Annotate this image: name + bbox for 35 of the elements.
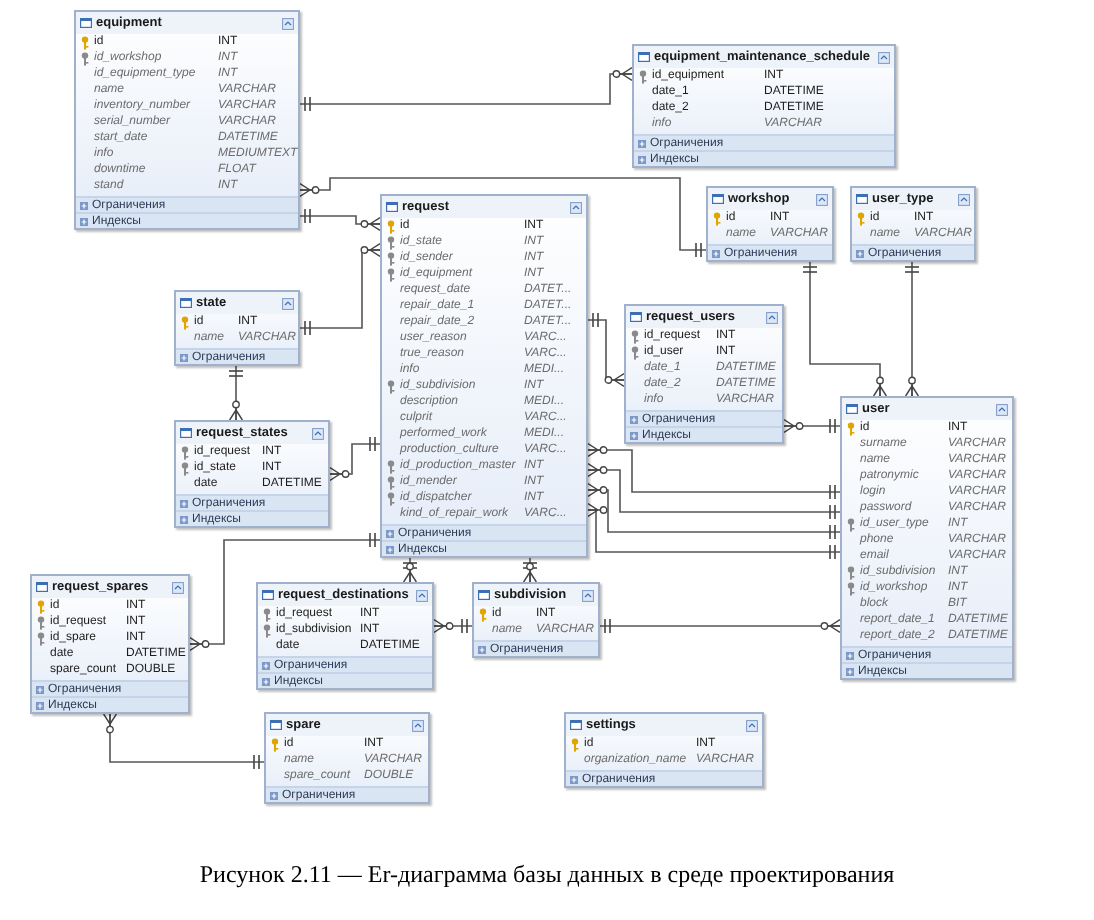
table-card: [256, 582, 434, 690]
relationship-line: [228, 365, 244, 421]
relationship-line: [587, 462, 841, 519]
relationship-line: [587, 482, 841, 539]
relationship-line: [299, 242, 381, 335]
table-card: [30, 574, 190, 714]
relationship-line: [587, 313, 625, 388]
relationship-line: [299, 177, 707, 257]
table-card: [472, 582, 600, 658]
table-card: [632, 44, 896, 168]
table-card: [264, 712, 430, 804]
relationship-line: [803, 261, 888, 397]
table-card: [850, 186, 976, 262]
table-card: [564, 712, 764, 788]
relationship-line: [587, 502, 841, 559]
relationship-line: [102, 713, 265, 769]
table-card: [74, 10, 300, 230]
relationship-line: [189, 533, 381, 652]
table-card: [174, 290, 300, 366]
table-card: [174, 420, 330, 528]
table-card: [706, 186, 834, 262]
relationship-line: [587, 442, 841, 499]
relationship-line: [329, 437, 381, 482]
relationship-line: [522, 557, 538, 583]
relationship-line: [599, 618, 841, 634]
relationship-line: [904, 261, 920, 397]
relationship-line: [402, 557, 418, 583]
relationship-line: [433, 618, 473, 634]
table-card: [380, 194, 588, 558]
relationship-line: [299, 209, 381, 232]
table-card: [624, 304, 784, 444]
table-card: [840, 396, 1014, 680]
relationship-line: [299, 66, 633, 111]
caption: Рисунок 2.11 — Er-диаграмма базы данных в среде проектирования: [199, 858, 895, 892]
relationship-line: [783, 418, 841, 434]
